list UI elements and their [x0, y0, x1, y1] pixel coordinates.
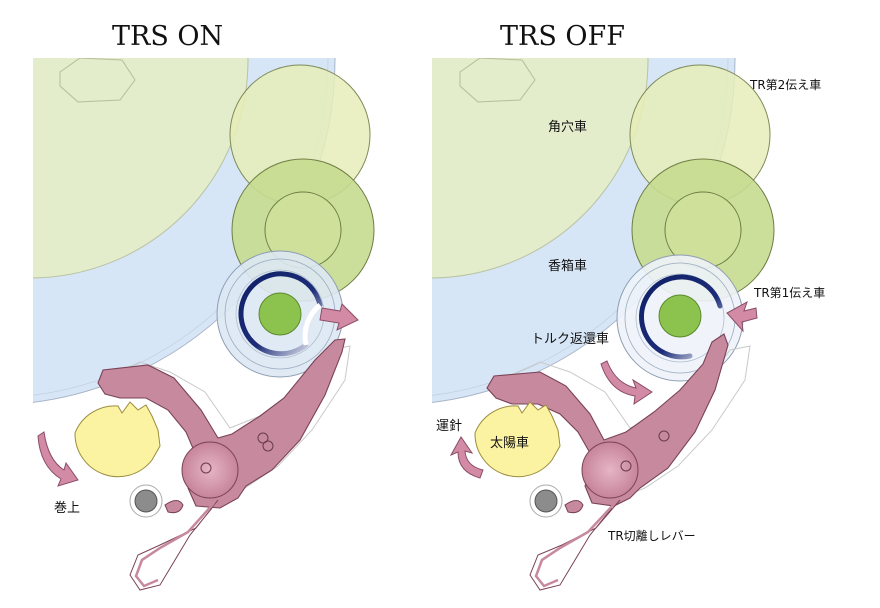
right-panel: TRS OFF 角穴車 香箱車 TR第2伝え車 TR第1伝え車 トルク返還車	[432, 21, 825, 591]
square-hole-wheel-label: 角穴車	[548, 120, 587, 135]
square-hole-wheel-right	[432, 58, 649, 279]
center-pinion	[258, 292, 302, 336]
winding-label: 巻上	[54, 501, 80, 516]
square-hole-icon	[59, 58, 136, 103]
disengage-arrow-icon	[726, 300, 758, 333]
tr-disconnect-lever	[97, 338, 346, 591]
second-transmission-wheel-label: TR第2伝え車	[749, 78, 821, 92]
one-way-arc-right	[639, 274, 723, 360]
tr-disconnect-lever-label: TR切離しレバー	[607, 529, 696, 543]
hand-setting-label: 運針	[436, 419, 462, 434]
barrel-wheel-label: 香箱車	[548, 258, 587, 274]
rotation-arrow-icon	[600, 360, 653, 406]
one-way-arc	[238, 271, 323, 357]
sun-wheel-label: 太陽車	[490, 436, 529, 451]
left-panel: TRS ON	[33, 21, 375, 591]
hand-setting-arrow-icon	[449, 436, 484, 479]
sun-wheel-right	[474, 401, 561, 478]
right-panel-title: TRS OFF	[500, 21, 625, 52]
left-panel-title: TRS ON	[112, 21, 223, 52]
winding-arrow-icon	[37, 431, 79, 487]
square-hole-wheel	[33, 58, 249, 279]
first-transmission-wheel-label: TR第1伝え車	[753, 286, 825, 300]
center-pinion-right	[658, 294, 702, 338]
sun-wheel	[74, 401, 161, 478]
torque-return-wheel-label: トルク返還車	[531, 332, 609, 347]
engage-arrow-icon	[319, 303, 359, 331]
tr-disconnect-lever-right	[486, 333, 729, 591]
